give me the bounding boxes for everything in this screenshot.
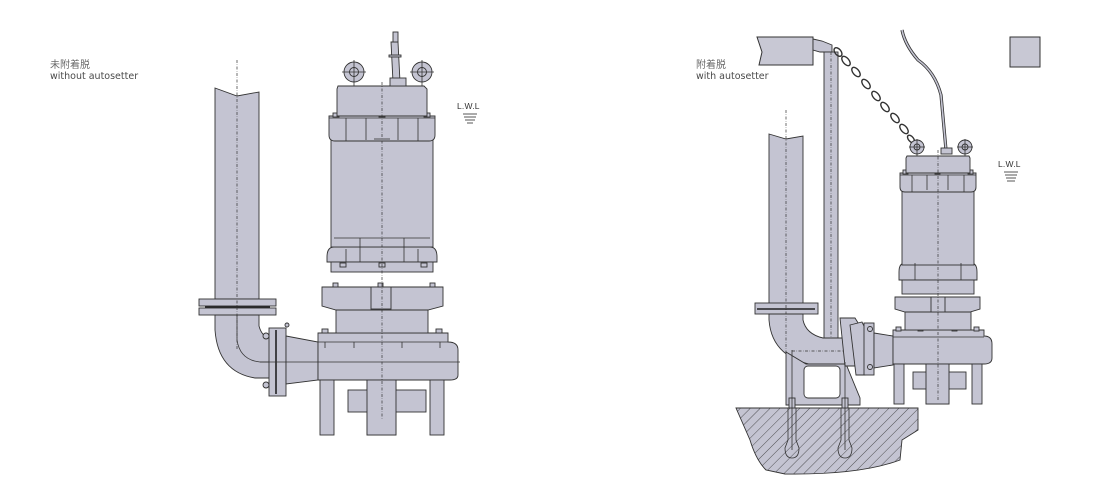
caption-without-autosetter: 未附着脱 without autosetter — [50, 60, 138, 82]
guide-bracket — [812, 38, 833, 53]
discharge-pipe — [198, 60, 277, 379]
caption-with-autosetter: 附着脱 with autosetter — [696, 60, 769, 82]
pump-stand — [319, 379, 445, 436]
caption-en: with autosetter — [696, 71, 769, 82]
anchor-bolt-right — [837, 362, 853, 459]
pipe-flange — [849, 321, 894, 376]
lifting-eye-right — [957, 139, 973, 156]
power-cable — [900, 29, 953, 155]
water-level-symbol — [463, 113, 477, 124]
pump-casing — [260, 328, 460, 381]
foundation — [735, 407, 919, 475]
lifting-eye-left — [342, 60, 366, 86]
water-level-symbol — [1004, 171, 1018, 182]
pipe-flange — [262, 322, 319, 397]
guide-rail-pipe — [823, 51, 839, 345]
caption-zh: 附着脱 — [696, 60, 726, 71]
pump-stand — [893, 363, 983, 405]
anchor-bolt-left — [784, 350, 800, 459]
lifting-eye-left — [909, 139, 925, 156]
low-water-level-label: L.W.L — [457, 101, 480, 111]
cable-gland — [388, 31, 407, 87]
motor-body — [326, 112, 438, 273]
seal-housing — [321, 282, 444, 334]
caption-en: without autosetter — [50, 71, 139, 82]
pump-without-autosetter — [198, 31, 477, 436]
pump-with-autosetter — [735, 29, 1041, 475]
concrete-slab-left — [756, 36, 814, 66]
lifting-chain — [833, 47, 916, 144]
pump-casing — [892, 326, 993, 365]
low-water-level-label: L.W.L — [998, 159, 1021, 169]
lifting-eye-right — [410, 60, 434, 86]
caption-zh: 未附着脱 — [50, 60, 90, 71]
motor-top-cover — [336, 85, 428, 117]
concrete-slab-right — [1009, 36, 1041, 68]
seal-housing — [894, 296, 981, 331]
